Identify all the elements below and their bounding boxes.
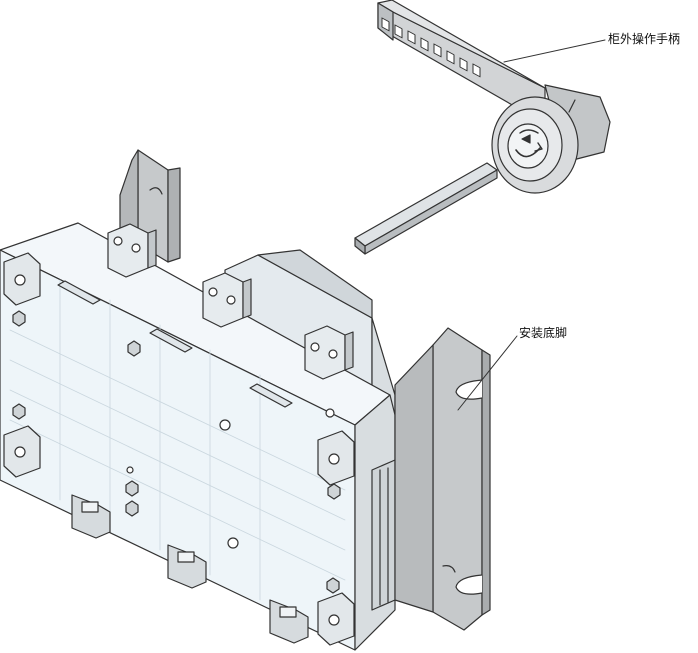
upper-terminal-2 [202,272,252,328]
callout-label-handle: 柜外操作手柄 [608,32,681,46]
upper-terminal-1 [107,223,157,278]
callout-label-mounting-foot: 安装底脚 [519,326,568,340]
upper-terminal-3 [304,325,354,380]
leader-line-foot [457,335,518,411]
handle-assembly [377,0,611,194]
leader-line-handle [503,39,606,63]
mounting-foot [394,327,491,631]
lower-terminal-3 [269,599,309,644]
corner-tab-top-left [3,252,41,306]
lower-terminal-1 [71,494,111,539]
switch-body [0,222,396,651]
corner-tab-top-right [317,430,355,486]
screw-set [12,310,341,594]
operating-shaft [354,162,498,255]
corner-tab-bottom-right [317,592,355,646]
lower-terminal-2 [167,544,207,589]
corner-tab-bottom-left [3,425,41,478]
hole-set [126,408,335,549]
